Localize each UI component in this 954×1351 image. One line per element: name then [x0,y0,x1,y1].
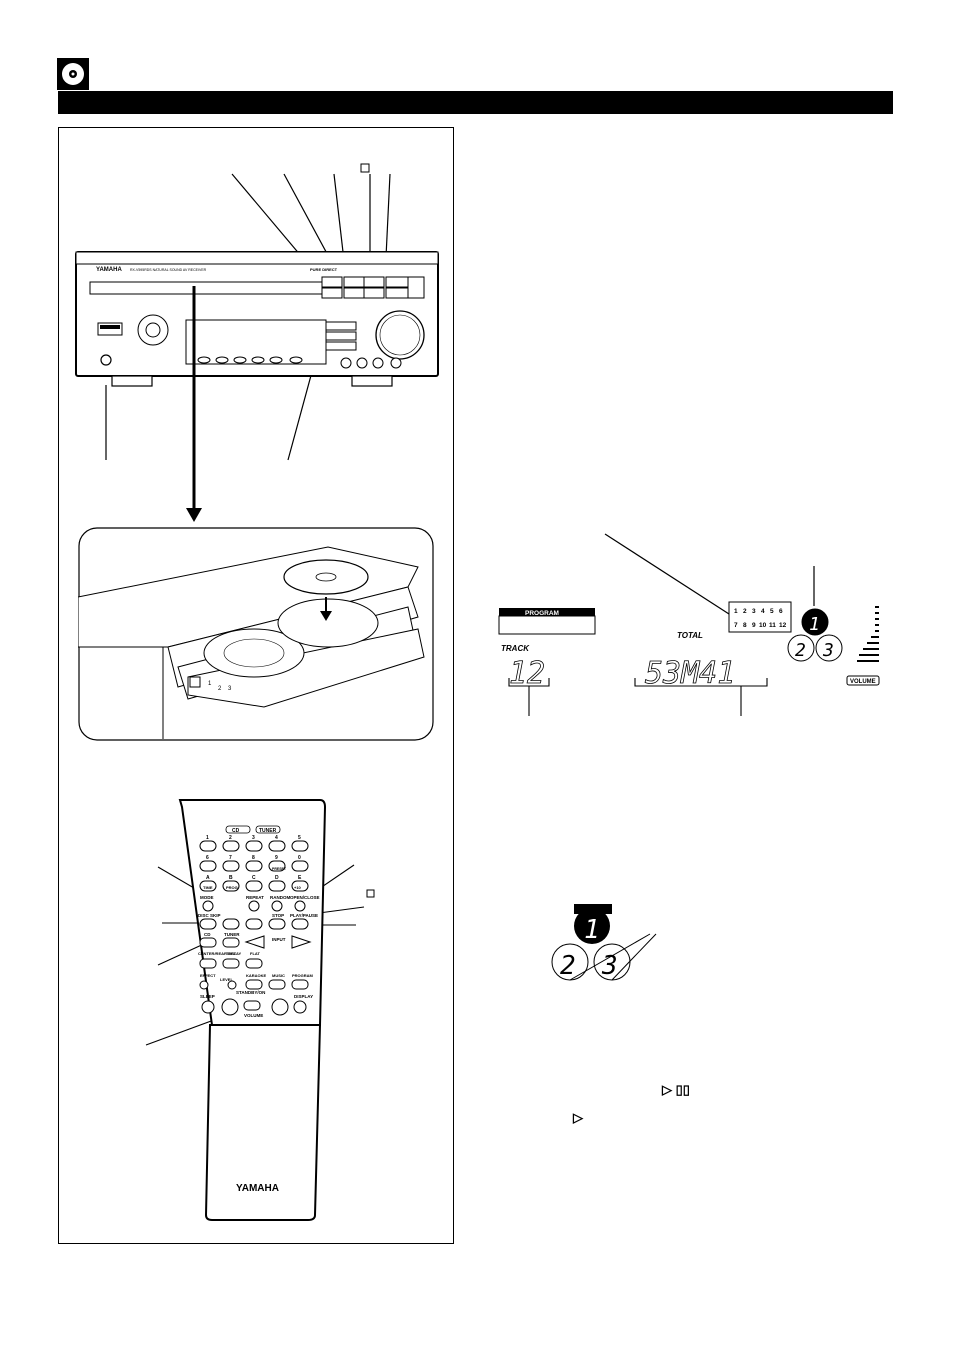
remote-key-label: B [229,875,233,881]
program-label: PROGRAM [525,610,559,617]
calendar-num: 9 [752,622,756,629]
remote-brand: YAMAHA [236,1183,279,1194]
disc-icon [62,63,84,85]
remote-key-label: 6 [206,855,209,861]
remote-key-label: DISPLAY [294,994,313,999]
remote-key-label: 1 [206,835,209,841]
remote-key-label: 5 [298,835,301,841]
tray-digit-2: 2 [795,640,806,661]
receiver-front-panel: YAMAHA RX-V595RDS NATURAL SOUND AV RECEI… [75,163,439,480]
calendar-num: 2 [743,608,747,615]
tray-digit-1: 1 [809,614,820,635]
remote-key-label: MUSIC [272,973,285,978]
play-pause-symbol: ▷ ▯▯ [662,1082,690,1097]
cd-section-badge [57,58,89,90]
remote-preset-label: PRESET [272,867,287,871]
remote-key-label: MODE [200,895,214,900]
remote-key-label: +10 [294,885,302,890]
time-value: 53M41 [645,656,735,691]
calendar-num: 4 [761,608,765,615]
remote-key-label: A [206,875,210,881]
tray-1-indicator [801,608,829,636]
detail-tray-digit-1: 1 [584,915,600,945]
remote-key-label: 4 [275,835,278,841]
detail-tray-digit-2: 2 [560,951,576,981]
remote-key-label: D [275,875,279,881]
remote-key-label: OPEN/CLOSE [290,895,320,900]
inset-tray-digit-3: 3 [228,686,232,692]
remote-key-label: DISC SKIP [198,913,221,918]
inset-tray-digit-1: 1 [208,681,212,687]
play-symbol: ▷ [573,1110,583,1125]
calendar-num: 12 [779,622,787,629]
volume-label: VOLUME [850,679,876,685]
program-display: PROGRAM TRACK 12 TOTAL 53M41 1 2 3 4 5 6… [498,533,880,716]
remote-key-label: 0 [298,855,301,861]
track-label: TRACK [501,644,530,653]
total-label: TOTAL [677,631,703,640]
remote-source-cd: CD [232,828,240,834]
remote-key-label: PLAY/PAUSE [290,913,318,918]
remote-volume-label: VOLUME [244,1013,263,1018]
stop-square-icon [366,889,375,898]
remote-key-label: PROGRAM [292,973,314,978]
disc-tray-inset: 1 2 3 [78,527,434,741]
down-arrow [186,480,202,522]
calendar-num: 7 [734,622,738,629]
receiver-brand: YAMAHA [96,267,122,273]
remote-key-label: EFFECT [200,973,216,978]
remote-key-label: E [298,875,302,881]
remote-key-label: C [252,875,256,881]
calendar-num: 1 [734,608,738,615]
remote-key-label: TEST [226,951,237,956]
receiver-tag: PURE DIRECT [310,267,338,272]
tray-digit-3: 3 [822,640,834,661]
remote-key-label: FLAT [250,951,260,956]
remote-key-label: CENTER/REAR DELAY [198,951,242,956]
illustration-panel [58,127,454,1244]
receiver-model: RX-V595RDS NATURAL SOUND AV RECEIVER [130,268,207,272]
calendar-num: 6 [779,608,783,615]
remote-key-label: RANDOM [270,895,290,900]
remote-key-label: 8 [252,855,255,861]
remote-key-label: LEVEL [220,977,233,982]
track-value: 12 [509,656,545,691]
remote-key-label: KARAOKE [246,973,267,978]
remote-source-tuner: TUNER [259,828,277,834]
remote-key-label: 3 [252,835,255,841]
remote-key-label: 2 [229,835,232,841]
remote-key-label: PROG [226,885,238,890]
calendar-num: 3 [752,608,756,615]
remote-key-label: TIME [203,885,213,890]
tray-status-detail: 1 2 3 [551,904,657,981]
remote-control: YAMAHA CD TUNER 1 2 3 4 5 6 7 8 9 0 A B … [145,799,375,1221]
title-bar [58,91,893,114]
calendar-num: 5 [770,608,774,615]
program-label-bar [499,608,595,616]
remote-key-label: TUNER [224,932,240,937]
detail-tray-digit-3: 3 [601,951,618,981]
remote-key-label: REPEAT [246,895,264,900]
calendar-num: 11 [769,622,776,629]
remote-key-label: 7 [229,855,232,861]
remote-key-label: SLEEP [200,994,215,999]
stop-square-icon [360,163,370,173]
remote-key-label: 9 [275,855,278,861]
inset-tray-digit-2: 2 [218,686,222,692]
calendar-num: 8 [743,622,747,629]
remote-key-label: INPUT [272,937,286,942]
remote-key-label: STANDBY/ON [236,990,265,995]
remote-key-label: CD [204,932,211,937]
remote-key-label: STOP [272,913,284,918]
calendar-num: 10 [759,622,767,629]
